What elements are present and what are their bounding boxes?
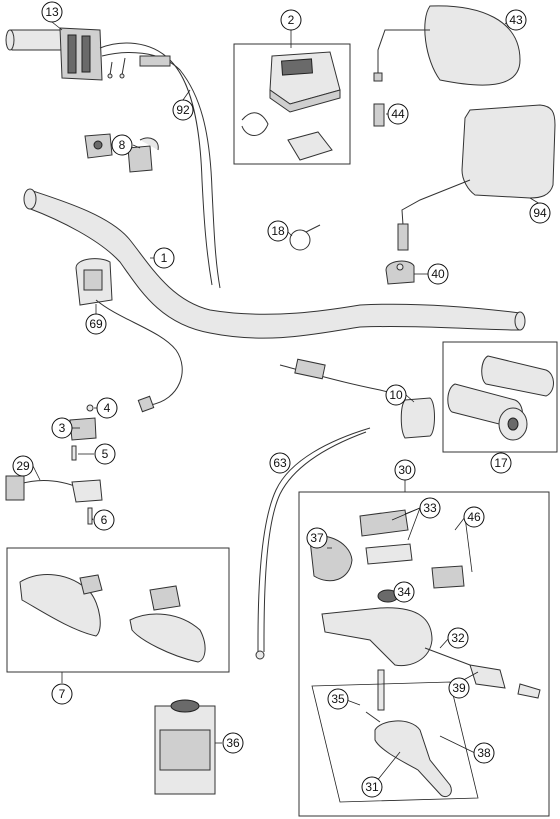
callout-46-label: 46 [467,510,481,524]
callout-31-label: 31 [365,780,379,794]
callout-32-label: 32 [451,631,465,645]
callout-30: 30 [394,459,416,481]
callout-13-label: 13 [45,5,59,19]
mirror-clamp [385,260,415,285]
cable-tie [289,224,321,251]
callout-17: 17 [490,452,512,474]
callout-29: 29 [12,455,34,477]
callout-6-label: 6 [101,513,108,527]
callout-17-label: 17 [494,456,508,470]
mirror-left [373,5,521,86]
mirror-right [397,104,556,251]
callout-13: 13 [41,1,63,23]
callout-34-label: 34 [397,585,411,599]
callout-7-label: 7 [59,687,66,701]
callout-4-label: 4 [104,401,111,415]
master-cylinder-group [298,491,550,817]
callout-35-label: 35 [331,692,345,706]
callout-8-label: 8 [119,138,126,152]
callout-2: 2 [280,9,302,31]
callout-92-label: 92 [176,103,190,117]
callout-30-label: 30 [398,463,412,477]
callout-37-label: 37 [310,531,324,545]
callout-38: 38 [473,742,495,764]
callout-29-label: 29 [16,459,30,473]
callout-94-label: 94 [533,206,547,220]
callout-44: 44 [387,103,409,125]
callout-63: 63 [269,452,291,474]
switch-group [233,43,351,165]
callout-63-label: 63 [273,456,287,470]
callout-92: 92 [172,99,194,121]
callout-36-label: 36 [226,736,240,750]
callout-36: 36 [222,732,244,754]
callout-32: 32 [447,627,469,649]
callout-5-label: 5 [102,447,109,461]
throttle-cables [99,42,221,289]
callout-37: 37 [306,527,328,549]
callout-7: 7 [51,683,73,705]
callout-40: 40 [427,263,449,285]
callout-34: 34 [393,581,415,603]
callout-18-label: 18 [271,224,285,238]
callout-3-label: 3 [59,421,66,435]
callout-44-label: 44 [391,107,405,121]
callout-39: 39 [448,677,470,699]
callout-69: 69 [85,313,107,335]
brake-hose [255,427,371,660]
callout-38-label: 38 [477,746,491,760]
throttle-grip [5,27,103,81]
callout-2-label: 2 [288,13,295,27]
brake-fluid-can [154,699,216,795]
callout-43-label: 43 [509,13,523,27]
mirror-adapter [373,103,385,127]
callout-10-label: 10 [389,388,403,402]
callout-8: 8 [111,134,133,156]
clutch-switch [69,404,97,461]
leader-lines [32,19,541,788]
callout-1-label: 1 [161,251,168,265]
callout-18: 18 [267,220,289,242]
callout-40-label: 40 [431,267,445,281]
callout-43: 43 [505,9,527,31]
callout-31: 31 [361,776,383,798]
callout-35: 35 [327,688,349,710]
brake-switch [5,475,103,525]
callout-33: 33 [419,497,441,519]
callout-46: 46 [463,506,485,528]
callout-4: 4 [96,397,118,419]
hand-guard-group [6,547,230,673]
callout-39-label: 39 [452,681,466,695]
callout-6: 6 [93,509,115,531]
switch-housing [75,258,183,413]
callout-1: 1 [153,247,175,269]
callout-3: 3 [51,417,73,439]
callout-10: 10 [385,384,407,406]
callout-5: 5 [94,443,116,465]
clip-part [84,133,159,173]
handlebar [23,188,526,339]
callout-94: 94 [529,202,551,224]
callout-33-label: 33 [423,501,437,515]
kill-switch [279,358,435,439]
grips-group [442,341,558,453]
callout-69-label: 69 [89,317,103,331]
